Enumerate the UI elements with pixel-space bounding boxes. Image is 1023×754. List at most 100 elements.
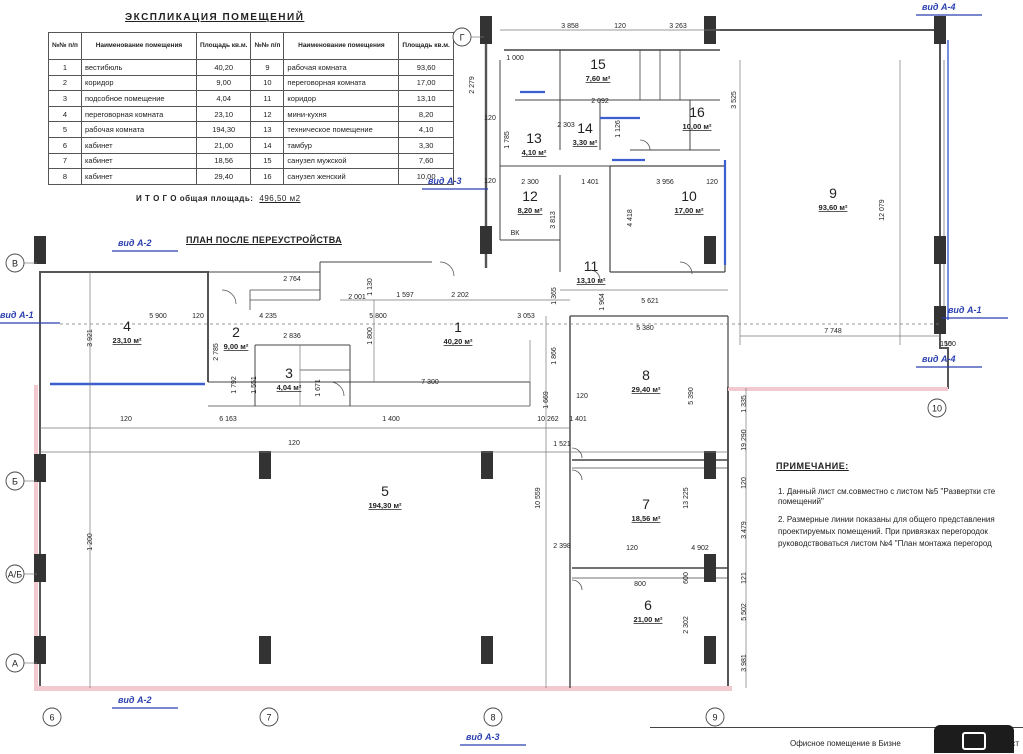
view-marker: вид А-2 xyxy=(118,238,152,248)
room-number: 13 xyxy=(526,130,542,146)
dimension-label: 3 479 xyxy=(741,521,748,539)
dimension-label: 2 764 xyxy=(283,276,301,283)
dimension-label: 1 792 xyxy=(231,376,238,394)
room-area: 18,56 м² xyxy=(632,514,661,523)
axis-bubble xyxy=(259,707,279,727)
dimension-label: 121 xyxy=(741,572,748,584)
axis-label: 7 xyxy=(266,713,271,723)
column xyxy=(704,554,716,582)
dimension-label: 120 xyxy=(484,115,496,122)
dimension-label: 1 365 xyxy=(551,287,558,305)
row-area: 17,00 xyxy=(398,74,454,92)
row-name: кабинет xyxy=(80,168,197,185)
room-number: 5 xyxy=(381,483,389,499)
dimension-label: 7 748 xyxy=(824,328,842,335)
view-marker: вид А-1 xyxy=(0,310,34,320)
dimension-label: 120 xyxy=(626,545,638,552)
dimension-label: 4 235 xyxy=(259,313,277,320)
room-area: 17,00 м² xyxy=(675,206,704,215)
outer-wall-finish xyxy=(728,387,948,391)
axis-label: Б xyxy=(12,477,18,487)
dimension-label: 120 xyxy=(614,23,626,30)
view-marker: вид А-2 xyxy=(118,695,152,705)
dimension-label: 2 001 xyxy=(348,294,366,301)
room-number: 4 xyxy=(123,318,131,334)
view-marker: вид А-3 xyxy=(466,732,500,742)
dimension-label: 5 390 xyxy=(688,387,695,405)
door-arc xyxy=(639,139,651,151)
explication-title: ЭКСПЛИКАЦИЯ ПОМЕЩЕНИЙ xyxy=(125,12,305,23)
column xyxy=(34,454,46,482)
dimension-label: 1 866 xyxy=(551,347,558,365)
dimension-label: 13 225 xyxy=(683,487,690,509)
dimension-label: 600 xyxy=(683,572,690,584)
dimension-label: 1 521 xyxy=(553,441,571,448)
dimension-label: 2 279 xyxy=(469,76,476,94)
dimension-label: 1 200 xyxy=(87,533,94,551)
column xyxy=(481,451,493,479)
dimension-label: 3 263 xyxy=(669,23,687,30)
room-area: 7,60 м² xyxy=(586,74,611,83)
door-arc xyxy=(221,289,237,305)
dimension-label: 3 525 xyxy=(731,91,738,109)
dimension-label: 1 671 xyxy=(315,379,322,397)
dimension-label: 120 xyxy=(120,416,132,423)
column xyxy=(934,16,946,44)
room-number: 15 xyxy=(590,56,606,72)
column xyxy=(480,16,492,44)
view-marker: вид А-4 xyxy=(922,2,956,12)
room-area: 8,20 м² xyxy=(518,206,543,215)
total-area: И Т О Г О общая площадь:496,50 м2 xyxy=(136,194,301,203)
dimension-label: 10 262 xyxy=(537,416,559,423)
dimension-label: 3 053 xyxy=(517,313,535,320)
column xyxy=(704,236,716,264)
outer-wall xyxy=(39,271,209,382)
dimension-label: 1 669 xyxy=(543,391,550,409)
dimension-label: 5 900 xyxy=(149,313,167,320)
copy-icon xyxy=(962,732,986,750)
room-area: 9,00 м² xyxy=(224,342,249,351)
axis-bubble xyxy=(42,707,62,727)
view-marker: вид А-3 xyxy=(428,176,462,186)
dimension-label: 1 964 xyxy=(599,293,606,311)
dimension-label: 1 597 xyxy=(396,292,414,299)
room-number: 7 xyxy=(642,496,650,512)
outer-wall-finish xyxy=(34,686,732,691)
room-area: 4,04 м² xyxy=(277,383,302,392)
door-arc xyxy=(571,579,583,591)
door-arc xyxy=(571,447,583,459)
room-number: 2 xyxy=(232,324,240,340)
dimension-label: 1 401 xyxy=(581,179,599,186)
dimension-label: 120 xyxy=(741,477,748,489)
dimension-label: 6 163 xyxy=(219,416,237,423)
dimension-label: 1 400 xyxy=(382,416,400,423)
dimension-label: 150 xyxy=(940,341,952,348)
room-number: 10 xyxy=(681,188,697,204)
explication-table: №№ п/п Наименование помещения Площадь кв… xyxy=(48,32,454,185)
dimension-label: 2 300 xyxy=(521,179,539,186)
dimension-label: 5 380 xyxy=(636,325,654,332)
note-line: 1. Данный лист см.совместно с листом №5 … xyxy=(778,487,996,496)
column xyxy=(34,554,46,582)
dimension-label: 2 302 xyxy=(683,616,690,634)
dimension-label: 2 303 xyxy=(557,122,575,129)
room-number: 3 xyxy=(285,365,293,381)
screenshot-overlay[interactable] xyxy=(934,725,1014,753)
room-number: 12 xyxy=(522,188,538,204)
axis-label: 8 xyxy=(490,713,495,723)
dimension-label: 1 800 xyxy=(367,327,374,345)
column xyxy=(704,451,716,479)
column xyxy=(934,306,946,334)
dimension-label: 1 130 xyxy=(367,278,374,296)
room-area: 23,10 м² xyxy=(113,336,142,345)
door-arc xyxy=(439,261,455,277)
dimension-label: 2 836 xyxy=(283,333,301,340)
note-title: ПРИМЕЧАНИЕ: xyxy=(776,461,849,471)
door-arc xyxy=(571,469,583,481)
outer-wall-finish xyxy=(34,385,38,688)
door-arc xyxy=(679,261,693,275)
room-area: 10,00 м² xyxy=(683,122,712,131)
